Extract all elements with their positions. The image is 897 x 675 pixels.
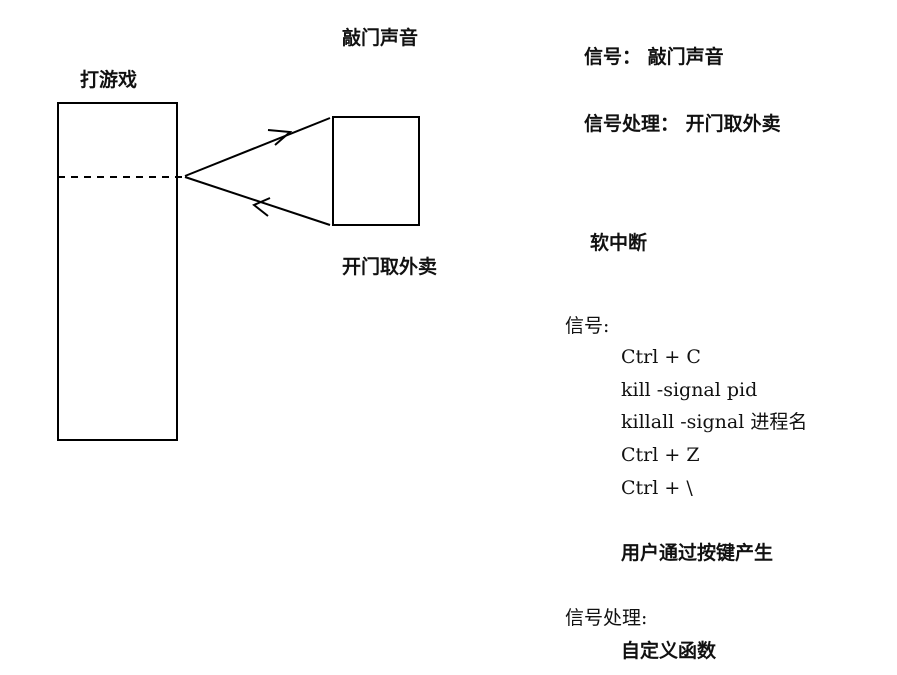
- handler-box: [332, 116, 420, 226]
- handler-label: 开门取外卖: [342, 256, 438, 278]
- signal-line: 信号： 敲门声音: [584, 46, 724, 68]
- arrow-back-to-process: [184, 176, 331, 226]
- user-keys-note: 用户通过按键产生: [621, 542, 774, 564]
- handling-heading: 信号处理:: [565, 607, 648, 629]
- arrow-to-handler-head: [267, 129, 293, 146]
- arrow-to-handler: [184, 117, 331, 177]
- event-label: 敲门声音: [342, 27, 419, 49]
- signal-source-item: Ctrl + \: [621, 477, 693, 499]
- signal-source-item: kill -signal pid: [621, 379, 758, 401]
- soft-interrupt-label: 软中断: [590, 232, 648, 254]
- process-label: 打游戏: [80, 69, 138, 91]
- signals-heading: 信号:: [565, 315, 610, 337]
- signal-source-item: killall -signal 进程名: [621, 411, 808, 433]
- custom-function-note: 自定义函数: [621, 640, 717, 662]
- signal-source-item: Ctrl + Z: [621, 444, 700, 466]
- handling-line: 信号处理： 开门取外卖: [584, 113, 781, 135]
- arrow-back-head: [252, 197, 271, 217]
- signal-source-item: Ctrl + C: [621, 346, 701, 368]
- process-box: [57, 102, 178, 441]
